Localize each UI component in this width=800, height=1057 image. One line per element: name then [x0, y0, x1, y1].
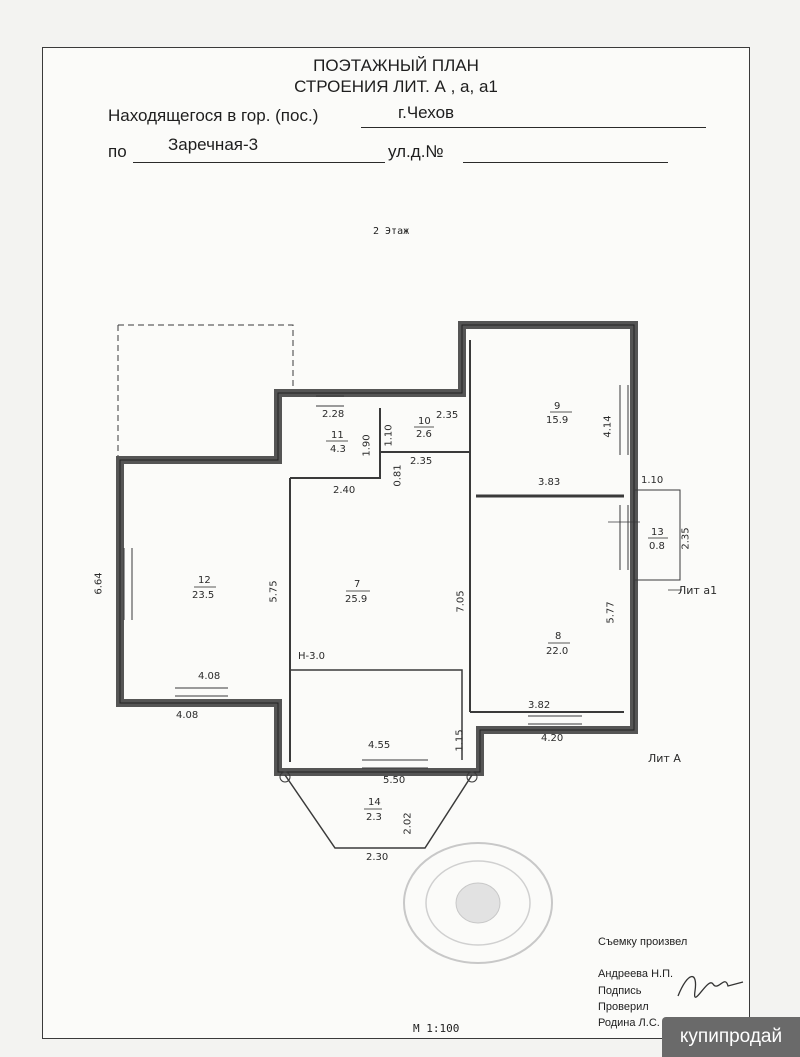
house-number-underline [463, 162, 668, 163]
seal-stamp [403, 842, 553, 964]
ceiling-height: Н-3.0 [298, 651, 326, 662]
dim-3-83: 3.83 [538, 477, 561, 488]
room-10-number: 10 [418, 416, 431, 427]
dim-5-77: 5.77 [605, 601, 617, 624]
dim-2-28: 2.28 [322, 409, 345, 420]
street-prefix: по [108, 142, 127, 161]
room-10-area: 2.6 [416, 429, 432, 440]
dim-1-15: 1.15 [454, 729, 466, 752]
lit-a1-label: Лит а1 [678, 584, 718, 597]
room-14-number: 14 [368, 797, 381, 808]
room-13-area: 0.8 [649, 541, 665, 552]
dim-1-10-right: 1.10 [641, 475, 664, 486]
dim-2-35-top: 2.35 [436, 410, 459, 421]
dim-4-55: 4.55 [368, 740, 391, 751]
dim-2-35-mid: 2.35 [410, 456, 433, 467]
lit-a-label: Лит А [648, 752, 681, 765]
room-7-number: 7 [354, 579, 361, 590]
dim-5-75: 5.75 [268, 580, 280, 603]
dim-2-35-right: 2.35 [680, 527, 692, 550]
dim-4-14: 4.14 [602, 415, 614, 438]
room-7-area: 25.9 [345, 594, 368, 605]
dim-7-05: 7.05 [455, 590, 467, 613]
checked-label: Проверил [598, 1001, 649, 1013]
dim-3-82: 3.82 [528, 700, 551, 711]
site-watermark: купипродай [662, 1017, 800, 1057]
checker-name: Родина Л.С. [598, 1017, 660, 1029]
room-8-area: 22.0 [546, 646, 569, 657]
room-9-number: 9 [554, 401, 561, 412]
floor-label: 2 Этаж [373, 226, 410, 237]
room-11-number: 11 [331, 430, 344, 441]
dim-4-20: 4.20 [541, 733, 564, 744]
room-12-area: 23.5 [192, 590, 215, 601]
location-label: Находящегося в гор. (пос.) [108, 106, 319, 125]
dim-2-30: 2.30 [366, 852, 389, 863]
dim-0-81: 0.81 [392, 464, 404, 487]
dim-2-02: 2.02 [402, 812, 414, 835]
room-11-area: 4.3 [330, 444, 346, 455]
signature-label: Подпись [598, 985, 642, 997]
dim-1-10-left: 1.10 [383, 424, 395, 447]
handwritten-signature [677, 975, 744, 998]
dim-1-90: 1.90 [361, 434, 373, 457]
surveyed-label: Съемку произвел [598, 936, 688, 948]
plan-subtitle: СТРОЕНИЯ ЛИТ. А , а, а1 [294, 77, 498, 96]
room-12-number: 12 [198, 575, 211, 586]
dim-2-40: 2.40 [333, 485, 356, 496]
plan-title: ПОЭТАЖНЫЙ ПЛАН [313, 56, 479, 75]
room-9-area: 15.9 [546, 415, 569, 426]
street-value: Заречная-3 [168, 135, 259, 154]
room-8-number: 8 [555, 631, 562, 642]
surveyor-name: Андреева Н.П. [598, 968, 674, 980]
scale-label: М 1:100 [413, 1022, 460, 1035]
location-value: г.Чехов [398, 103, 455, 122]
dim-5-50: 5.50 [383, 775, 406, 786]
room-13-number: 13 [651, 527, 664, 538]
dim-4-08-outer: 4.08 [176, 710, 199, 721]
street-suffix: ул.д.№ [388, 142, 444, 161]
location-underline [361, 127, 706, 128]
room-14-area: 2.3 [366, 812, 382, 823]
street-underline [133, 162, 385, 163]
dim-6-64: 6.64 [93, 572, 105, 595]
dim-4-08-inner: 4.08 [198, 671, 221, 682]
